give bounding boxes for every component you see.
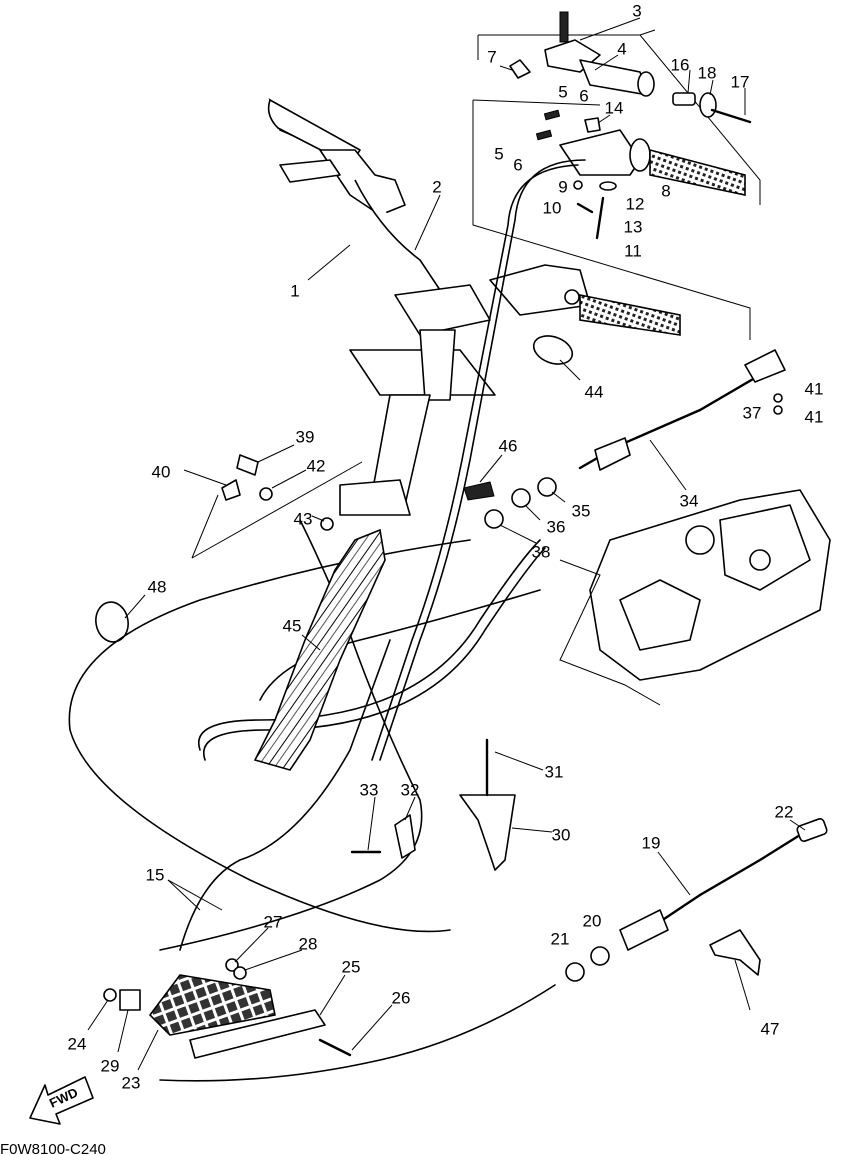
- bracket-47: [709, 929, 761, 976]
- callout-c36: 36: [547, 517, 566, 536]
- callout-c32: 32: [401, 780, 420, 799]
- callout-c44: 44: [585, 382, 604, 401]
- steering-column: [339, 264, 681, 516]
- collar-16: [672, 92, 696, 106]
- brake-lever: [279, 159, 341, 183]
- callout-c41a: 41: [805, 379, 824, 398]
- callout-c3: 3: [632, 1, 641, 20]
- callout-c14: 14: [605, 98, 624, 117]
- callout-c37: 37: [743, 403, 762, 422]
- carburetor-body: [559, 489, 831, 706]
- housing-ring: [629, 138, 651, 172]
- washer-12: [599, 181, 617, 191]
- callout-c5a: 5: [558, 82, 567, 101]
- callout-c13: 13: [624, 217, 643, 236]
- callout-c18: 18: [698, 63, 717, 82]
- callout-c1: 1: [290, 281, 299, 300]
- nut-14: [584, 117, 601, 133]
- handlebar-left: [267, 98, 471, 301]
- lever-plate-23: [103, 958, 352, 1059]
- callout-c20: 20: [583, 911, 602, 930]
- callout-c43: 43: [294, 509, 313, 528]
- handlebar-right-grip: [579, 294, 681, 336]
- bolt-17: [710, 108, 752, 124]
- spring-5a: [543, 109, 561, 121]
- fwd-arrow: [29, 1076, 94, 1125]
- callout-c6b: 6: [513, 155, 522, 174]
- callout-c33: 33: [360, 780, 379, 799]
- callout-c19: 19: [642, 833, 661, 852]
- callout-c7: 7: [487, 47, 496, 66]
- tie-strap-48: [95, 601, 129, 643]
- callout-c40: 40: [152, 462, 171, 481]
- nut-7: [509, 59, 531, 79]
- callout-c48: 48: [148, 577, 167, 596]
- callout-c39: 39: [296, 427, 315, 446]
- callout-c27: 27: [264, 912, 283, 931]
- callout-c8: 8: [661, 181, 670, 200]
- callout-c45: 45: [283, 616, 302, 635]
- tie-strap-44: [532, 335, 574, 365]
- callout-c10: 10: [543, 198, 562, 217]
- callout-c47: 47: [761, 1019, 780, 1038]
- cable-bracket-30: [350, 738, 516, 871]
- throttle-housing-lower: [559, 129, 641, 176]
- callout-c2: 2: [432, 177, 441, 196]
- callout-c46: 46: [499, 436, 518, 455]
- callout-c12: 12: [626, 194, 645, 213]
- callout-c38: 38: [532, 542, 551, 561]
- cable-routing: [68, 159, 586, 1082]
- callout-c5b: 5: [494, 144, 503, 163]
- callout-c25: 25: [342, 957, 361, 976]
- pad-46: [463, 481, 495, 501]
- callout-c11: 11: [624, 241, 642, 260]
- callout-c23: 23: [122, 1073, 141, 1092]
- callout-c24: 24: [68, 1034, 87, 1053]
- leader-lines: [87, 17, 806, 1071]
- callout-c41b: 41: [805, 407, 824, 426]
- callout-c31: 31: [545, 762, 564, 781]
- throttle-grip-parts: [509, 11, 752, 240]
- callout-c28: 28: [299, 934, 318, 953]
- callout-c26: 26: [392, 988, 411, 1007]
- callout-c35: 35: [572, 501, 591, 520]
- callout-c29: 29: [101, 1056, 120, 1075]
- callout-c9: 9: [558, 177, 567, 196]
- callout-c22: 22: [775, 802, 794, 821]
- spring-5b: [535, 129, 553, 141]
- callout-c17: 17: [731, 72, 750, 91]
- callout-c4: 4: [617, 39, 626, 58]
- callout-c16: 16: [671, 55, 690, 74]
- callout-c15: 15: [146, 865, 165, 884]
- washer-18: [699, 92, 717, 118]
- right-grip: [649, 148, 746, 196]
- screw-10: [576, 202, 594, 214]
- washer-9: [573, 180, 583, 190]
- small-parts-mid: [191, 454, 557, 559]
- screw-13: [595, 196, 605, 240]
- throttle-housing-tube: [579, 59, 649, 96]
- throttle-cable-34: [578, 349, 786, 471]
- callout-c21: 21: [551, 929, 570, 948]
- housing-screw: [559, 11, 569, 43]
- drawing-code: F0W8100-C240: [0, 1141, 106, 1155]
- callout-c30: 30: [552, 825, 571, 844]
- lower-cable-19: [565, 818, 828, 982]
- callout-c34: 34: [680, 491, 699, 510]
- callout-c42: 42: [307, 456, 326, 475]
- callout-c6a: 6: [579, 86, 588, 105]
